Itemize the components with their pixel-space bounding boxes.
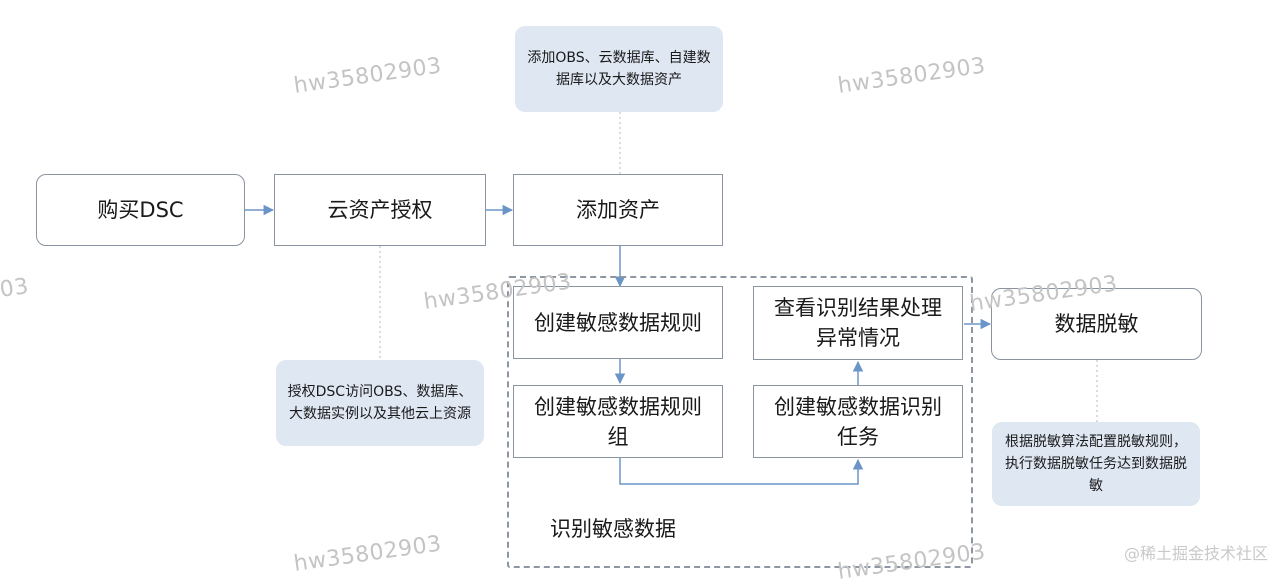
note-add-assets: 添加OBS、云数据库、自建数据库以及大数据资产 (515, 26, 723, 112)
note-authorize-text: 授权DSC访问OBS、数据库、大数据实例以及其他云上资源 (287, 384, 473, 422)
credit-text: @稀土掘金技术社区 (1123, 544, 1268, 563)
watermark-partial: 03 (0, 274, 31, 303)
node-create-rule-group-label: 创建敏感数据规则组 (534, 394, 702, 449)
node-create-rule-group: 创建敏感数据规则组 (513, 385, 723, 458)
watermark-2: hw35802903 (836, 53, 988, 99)
note-masking: 根据脱敏算法配置脱敏规则，执行数据脱敏任务达到数据脱敏 (992, 422, 1200, 506)
node-masking: 数据脱敏 (991, 288, 1202, 360)
node-create-task-label: 创建敏感数据识别任务 (774, 394, 942, 449)
node-buy-dsc-label: 购买DSC (97, 198, 184, 222)
watermark-1: hw35802903 (292, 53, 444, 99)
node-authorize: 云资产授权 (274, 174, 486, 246)
note-masking-text: 根据脱敏算法配置脱敏规则，执行数据脱敏任务达到数据脱敏 (1005, 434, 1187, 494)
node-authorize-label: 云资产授权 (327, 198, 433, 222)
node-view-results: 查看识别结果处理异常情况 (753, 286, 963, 360)
node-create-rule: 创建敏感数据规则 (513, 286, 723, 359)
node-masking-label: 数据脱敏 (1054, 312, 1139, 336)
node-create-rule-label: 创建敏感数据规则 (534, 310, 702, 335)
node-create-task: 创建敏感数据识别任务 (753, 385, 963, 458)
node-add-assets-label: 添加资产 (576, 198, 660, 222)
note-authorize: 授权DSC访问OBS、数据库、大数据实例以及其他云上资源 (276, 360, 484, 446)
node-buy-dsc: 购买DSC (36, 174, 245, 246)
node-add-assets: 添加资产 (513, 174, 723, 246)
watermark-5: hw35802903 (292, 531, 444, 577)
group-label: 识别敏感数据 (550, 517, 676, 541)
note-add-assets-text: 添加OBS、云数据库、自建数据库以及大数据资产 (527, 50, 711, 88)
node-view-results-label: 查看识别结果处理异常情况 (774, 296, 942, 350)
group-identify-sensitive-data (507, 276, 973, 568)
